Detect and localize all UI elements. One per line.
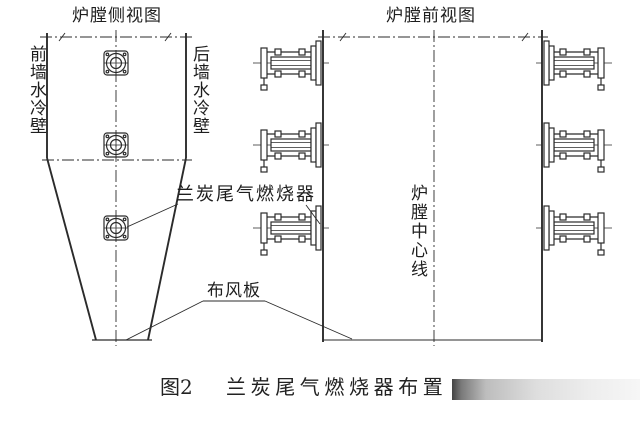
- break-mark: [521, 32, 529, 42]
- front-view: [252, 30, 613, 346]
- air-distributor-callout-label: 布风板: [207, 281, 261, 301]
- air-distributor-leader-right: [264, 300, 353, 340]
- side-view: [40, 30, 195, 346]
- left-burner-middle: [252, 122, 330, 173]
- leader-lines: [125, 203, 353, 341]
- left-burner-upper: [252, 40, 330, 91]
- burner-leader-side: [126, 203, 179, 228]
- side-burner-lower: [103, 214, 129, 242]
- side-burner-upper: [103, 49, 129, 77]
- left-burner-lower: [252, 205, 330, 256]
- break-mark: [339, 32, 347, 42]
- burner-callout-label: 兰炭尾气燃烧器: [176, 184, 316, 205]
- front-view-title: 炉膛前视图: [386, 6, 476, 26]
- right-burner-lower: [535, 205, 613, 256]
- front-water-wall-slope: [46, 157, 97, 341]
- figure-number: 图2: [160, 375, 193, 399]
- furnace-centerline-label: 炉膛中心线: [407, 184, 427, 279]
- air-distributor-leader-left: [125, 300, 204, 341]
- figure-caption: 兰炭尾气燃烧器布置: [226, 375, 448, 399]
- right-burner-middle: [535, 122, 613, 173]
- burner-leader-front: [305, 204, 321, 225]
- front-water-wall-label: 前墙水冷壁: [26, 45, 46, 135]
- right-burner-upper: [535, 40, 613, 91]
- break-mark: [58, 32, 66, 42]
- side-view-title: 炉膛侧视图: [72, 6, 162, 26]
- break-mark: [164, 32, 172, 42]
- rear-water-wall-slope: [147, 157, 187, 341]
- rear-water-wall-label: 后墙水冷壁: [189, 45, 209, 135]
- side-burner-middle: [103, 131, 129, 159]
- caption-fade-bar: [452, 379, 640, 400]
